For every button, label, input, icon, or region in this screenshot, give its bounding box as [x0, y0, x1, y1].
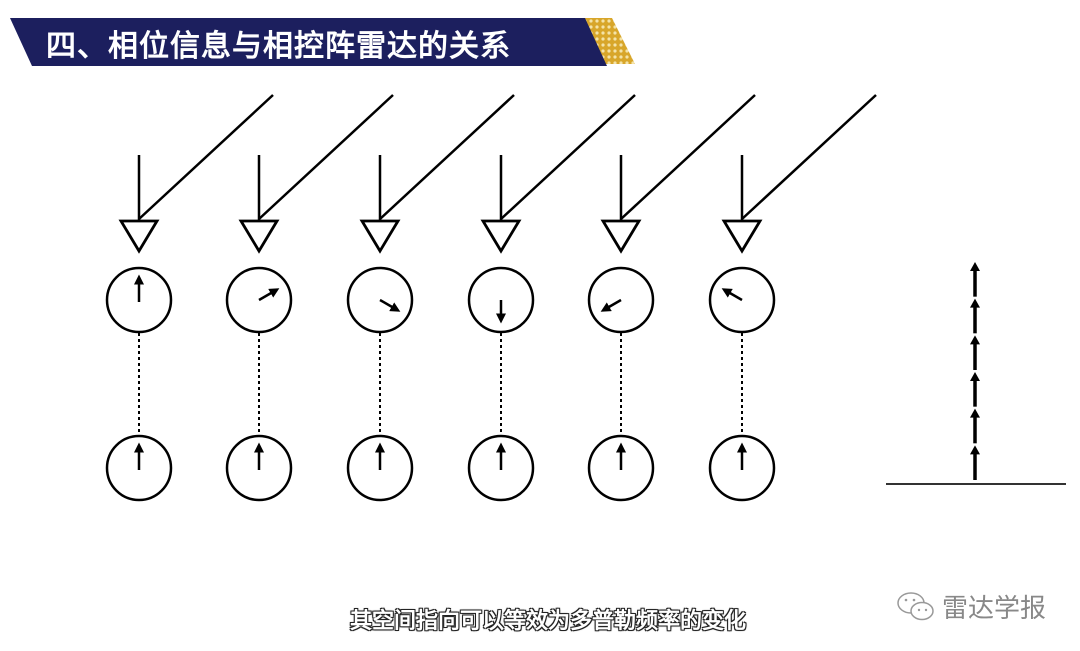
- stacked-arrow-head-icon: [970, 298, 980, 308]
- incident-wave-ray: [500, 94, 636, 220]
- banner-background: [10, 18, 607, 66]
- bottom-phasor-circle: [346, 434, 414, 502]
- watermark: 雷达学报: [896, 588, 1046, 625]
- title-banner: [10, 18, 635, 66]
- antenna-element-icon: [600, 219, 642, 254]
- bottom-phasor-circle: [587, 434, 655, 502]
- top-phasor-circle: [105, 266, 173, 334]
- top-phasor-circle: [225, 266, 293, 334]
- caption: 其空间指向可以等效为多普勒频率的变化: [349, 609, 746, 634]
- top-phasor-phase-arrow-icon: [600, 298, 622, 312]
- antenna-element-icon: [238, 219, 280, 254]
- antenna-element-icon: [118, 219, 160, 254]
- top-phasor-circle: [346, 266, 414, 334]
- bottom-phasor-circle: [708, 434, 776, 502]
- antenna-element-icon: [721, 219, 763, 254]
- bottom-phasor-circle: [467, 434, 535, 502]
- incident-wave-ray: [258, 94, 394, 220]
- wechat-icon: [897, 591, 934, 620]
- bottom-phasor-circle: [105, 434, 173, 502]
- stacked-arrow-head-icon: [970, 372, 980, 381]
- stacked-arrow-head-icon: [970, 445, 980, 455]
- top-phasor-phase-arrow-icon: [379, 298, 401, 312]
- top-phasor-circle: [467, 266, 535, 334]
- top-phasor-phase-arrow-icon: [721, 288, 743, 302]
- incident-wave-ray: [379, 94, 515, 220]
- stacked-arrow-head-icon: [970, 262, 980, 271]
- antenna-element-icon: [480, 219, 522, 254]
- antenna-element-icon: [359, 219, 401, 254]
- incident-wave-ray: [741, 94, 877, 220]
- bottom-phasor-circle: [225, 434, 293, 502]
- watermark-text: 雷达学报: [942, 594, 1047, 624]
- stacked-arrow-head-icon: [970, 408, 980, 418]
- banner-accent: [580, 18, 635, 64]
- top-phasor-circle: [708, 266, 776, 334]
- incident-wave-ray: [620, 94, 756, 220]
- top-phasor-circle: [587, 266, 655, 334]
- page-title: 四、相位信息与相控阵雷达的关系: [46, 29, 511, 64]
- stacked-arrow-head-icon: [970, 335, 980, 345]
- top-phasor-phase-arrow-icon: [258, 288, 280, 302]
- incident-wave-ray: [138, 94, 274, 220]
